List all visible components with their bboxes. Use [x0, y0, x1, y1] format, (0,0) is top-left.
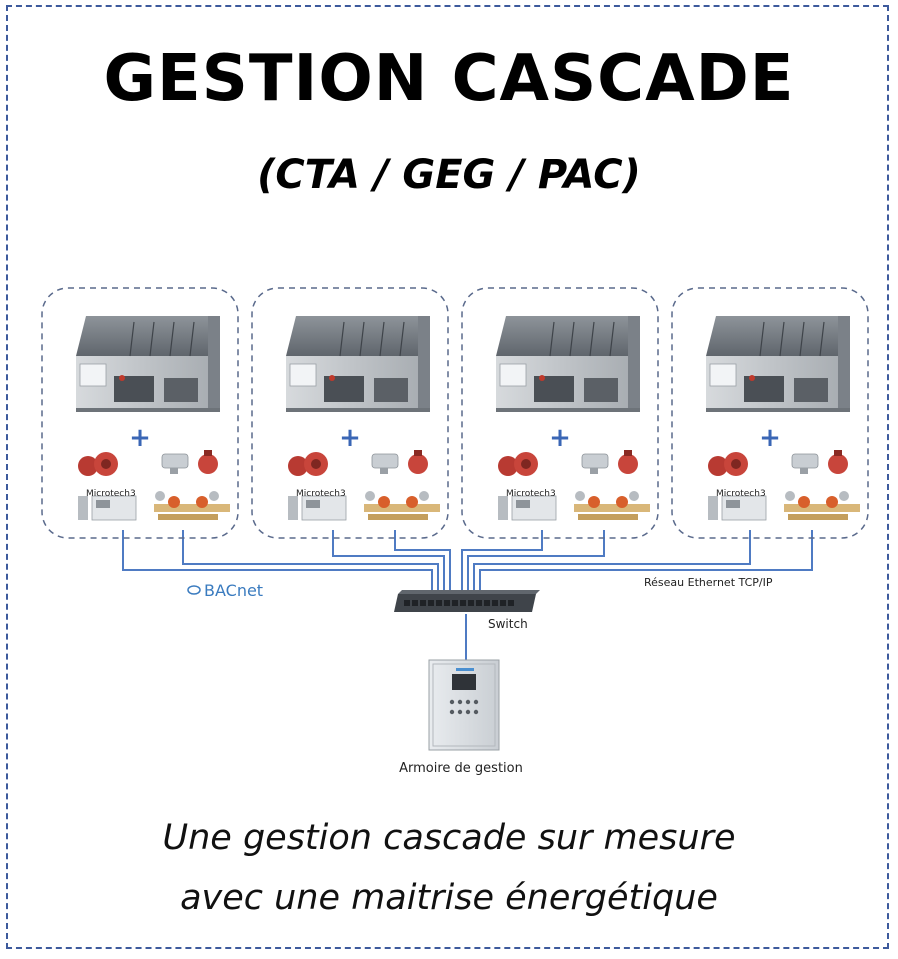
page-subtitle: (CTA / GEG / PAC) — [257, 152, 641, 198]
page-title: GESTION CASCADE — [103, 42, 795, 116]
controller-label-3: Microtech3 — [506, 489, 556, 499]
caption-line-2: avec une maitrise énergétique — [180, 878, 718, 918]
bacnet-logo-text: BACnet — [204, 581, 263, 600]
unit-4 — [671, 287, 869, 539]
controller-label-2: Microtech3 — [296, 489, 346, 499]
bacnet-logo: BACnet — [187, 581, 263, 600]
unit-3 — [461, 287, 659, 539]
switch-label: Switch — [488, 617, 528, 631]
unit-2 — [251, 287, 449, 539]
network-switch — [394, 590, 540, 612]
network-label: Réseau Ethernet TCP/IP — [644, 576, 773, 589]
caption-line-1: Une gestion cascade sur mesure — [162, 818, 736, 858]
controller-label-1: Microtech3 — [86, 489, 136, 499]
cabinet-label: Armoire de gestion — [399, 761, 523, 776]
controller-label-4: Microtech3 — [716, 489, 766, 499]
management-cabinet — [428, 659, 500, 751]
network-cables — [122, 530, 813, 660]
unit-1 — [41, 287, 239, 539]
page-frame — [6, 5, 889, 949]
